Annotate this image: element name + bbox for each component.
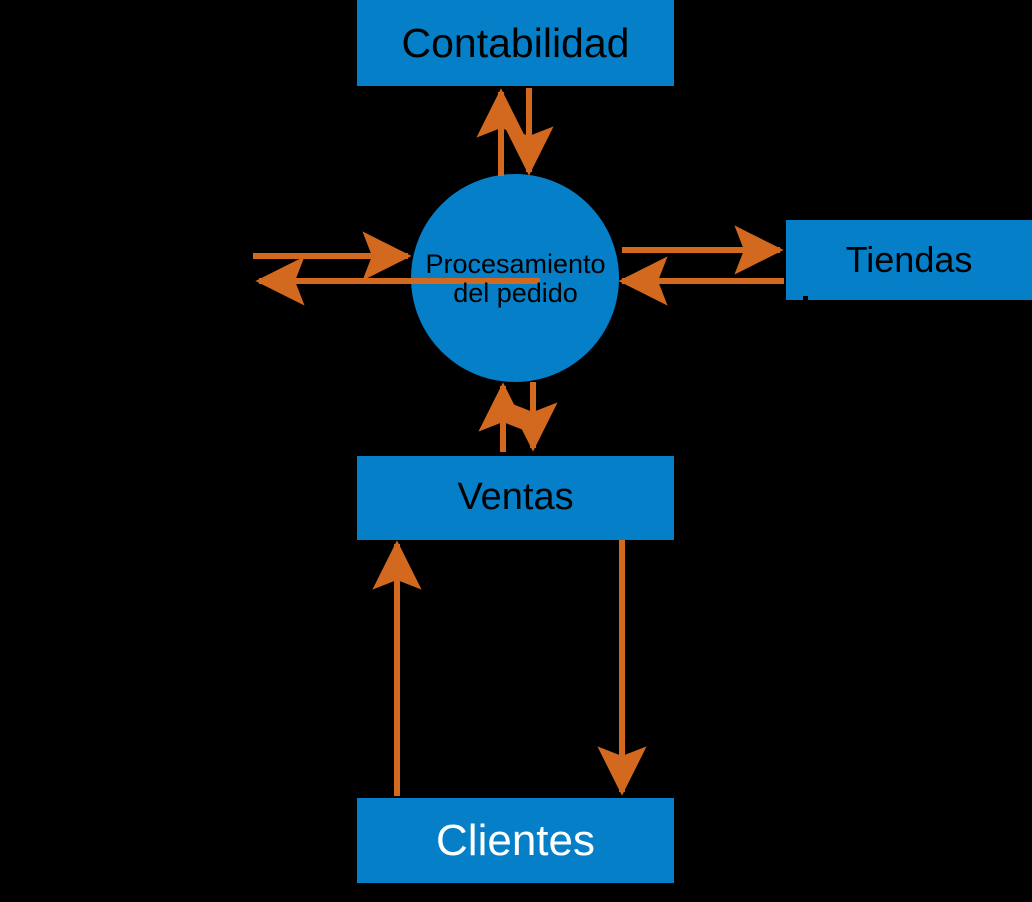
node-tiendas-notch: [803, 296, 808, 304]
node-clientes[interactable]: [357, 798, 674, 883]
node-tiendas[interactable]: [786, 220, 1032, 300]
node-ventas[interactable]: [357, 456, 674, 540]
node-contabilidad[interactable]: [357, 0, 674, 86]
